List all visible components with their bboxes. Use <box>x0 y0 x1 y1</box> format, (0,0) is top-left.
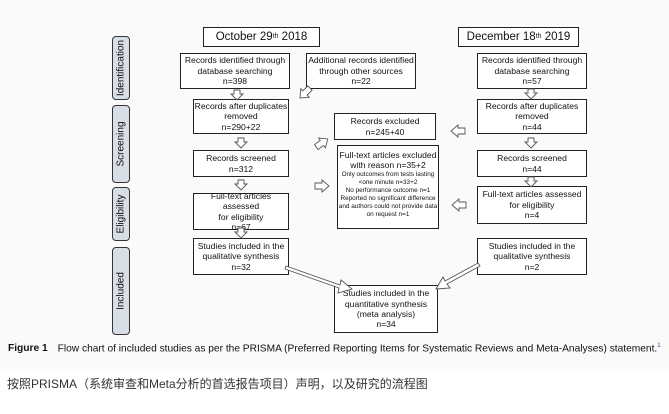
box-line: Studies included in the <box>342 288 430 299</box>
box-line: n=44 <box>522 163 542 174</box>
box-line: (meta analysis) <box>356 309 416 319</box>
right-fulltext-box: Full-text articles assessed for eligibil… <box>477 186 587 224</box>
arrow-right-icon <box>312 133 332 153</box>
box-line: for eligibility <box>509 199 555 210</box>
box-line: Studies included in the <box>197 240 285 251</box>
flow-arrows <box>230 83 538 294</box>
arrow-down-icon <box>234 137 248 149</box>
box-line: n=67 <box>231 221 251 232</box>
box-line: n=32 <box>231 261 251 272</box>
date-right-year: 2019 <box>541 31 571 43</box>
box-line: qualitative synthesis <box>202 251 280 262</box>
box-line: Full-text articles excluded <box>339 150 437 160</box>
box-line: Records after duplicates <box>194 100 288 111</box>
box-line: n=245+40 <box>365 126 405 137</box>
stage-screening: Screening <box>112 105 130 183</box>
box-line: Records screened <box>497 153 567 164</box>
right-qualitative-box: Studies included in the qualitative synt… <box>477 238 587 275</box>
box-line: n=398 <box>222 76 248 87</box>
figure-caption: Figure 1 Flow chart of included studies a… <box>8 343 663 354</box>
chinese-caption: 按照PRISMA（系统审查和Meta分析的首选报告项目）声明，以及研究的流程图 <box>7 377 428 391</box>
arrow-right-icon <box>314 179 330 193</box>
reason-line: on request n=1 <box>366 210 410 218</box>
stage-included: Included <box>112 247 130 335</box>
date-right-text: December 18 <box>466 31 536 43</box>
left-fulltext-box: Full-text articles assessed for eligibil… <box>193 190 289 232</box>
box-line: database searching <box>494 65 570 76</box>
left-qualitative-box: Studies included in the qualitative synt… <box>193 238 289 275</box>
figure-caption-text: Flow chart of included studies as per th… <box>57 343 658 355</box>
box-line: Records after duplicates <box>485 100 579 111</box>
arrow-down-icon <box>234 179 248 191</box>
date-left-year: 2018 <box>278 31 308 43</box>
box-line: Additional records identified <box>308 55 414 66</box>
box-line: qualitative synthesis <box>493 251 571 262</box>
arrow-down-icon <box>524 176 538 188</box>
box-line: n=22 <box>351 76 371 87</box>
box-line: n=312 <box>228 163 254 174</box>
box-line: n=290+22 <box>221 121 261 132</box>
arrow-left-icon <box>451 198 467 212</box>
left-screened-box: Records screened n=312 <box>193 150 289 177</box>
box-line: n=2 <box>524 261 540 272</box>
right-identified-box: Records identified through database sear… <box>477 53 587 89</box>
figure-label: Figure 1 <box>8 343 48 355</box>
box-line: n=57 <box>522 76 542 87</box>
arrow-diagonal-icon <box>295 83 315 103</box>
arrow-down-icon <box>234 227 248 239</box>
box-line: removed <box>224 111 258 122</box>
reason-line: Only outcomes from tests lasting <box>341 170 435 178</box>
arrow-down-icon <box>230 89 244 101</box>
box-line: Studies included in the <box>488 240 576 251</box>
box-line: quantitative synthesis <box>344 298 428 309</box>
box-line: Records screened <box>206 153 276 164</box>
center-fulltext-excluded-box: Full-text articles excluded with reason … <box>337 145 439 229</box>
box-line: n=4 <box>524 210 540 221</box>
box-line: Records identified through <box>184 55 286 66</box>
left-additional-box: Additional records identified through ot… <box>306 53 416 89</box>
box-line: Full-text articles assessed <box>210 190 272 212</box>
center-excluded-box: Records excluded n=245+40 <box>334 113 436 140</box>
box-line: for eligibility <box>218 211 264 222</box>
right-screened-box: Records screened n=44 <box>477 150 587 177</box>
box-line: n=34 <box>376 319 396 330</box>
box-line: with reason n=35+2 <box>350 160 426 171</box>
box-line: Records excluded <box>350 116 420 127</box>
arrow-left-icon <box>450 124 466 138</box>
box-line: through other sources <box>319 65 403 76</box>
arrow-down-icon <box>524 88 538 100</box>
right-after-duplicates-box: Records after duplicates removed n=44 <box>477 99 587 134</box>
reason-line: <one minute n=33+2 <box>358 178 418 186</box>
stage-identification: Identification <box>112 36 130 100</box>
date-left-text: October 29 <box>215 31 273 43</box>
box-line: database searching <box>197 65 273 76</box>
left-after-duplicates-box: Records after duplicates removed n=290+2… <box>193 99 289 134</box>
stage-eligibility: Eligibility <box>112 187 130 241</box>
reason-line: No performance outcome n=1 <box>345 186 431 194</box>
arrow-long-left-to-center <box>284 265 353 294</box>
left-identified-box: Records identified through database sear… <box>180 53 290 89</box>
box-line: n=44 <box>522 121 542 132</box>
box-line: removed <box>515 111 549 122</box>
reason-line: Reported no significant difference <box>340 194 436 202</box>
arrow-long-right-to-center <box>435 262 481 290</box>
reason-line: and authors could not provide data <box>338 202 438 210</box>
figure-ref: 1 <box>657 343 661 349</box>
center-quantitative-box: Studies included in the quantitative syn… <box>334 285 438 333</box>
box-line: Full-text articles assessed <box>482 189 582 200</box>
arrow-down-icon <box>524 137 538 149</box>
box-line: Records identified through <box>481 55 583 66</box>
